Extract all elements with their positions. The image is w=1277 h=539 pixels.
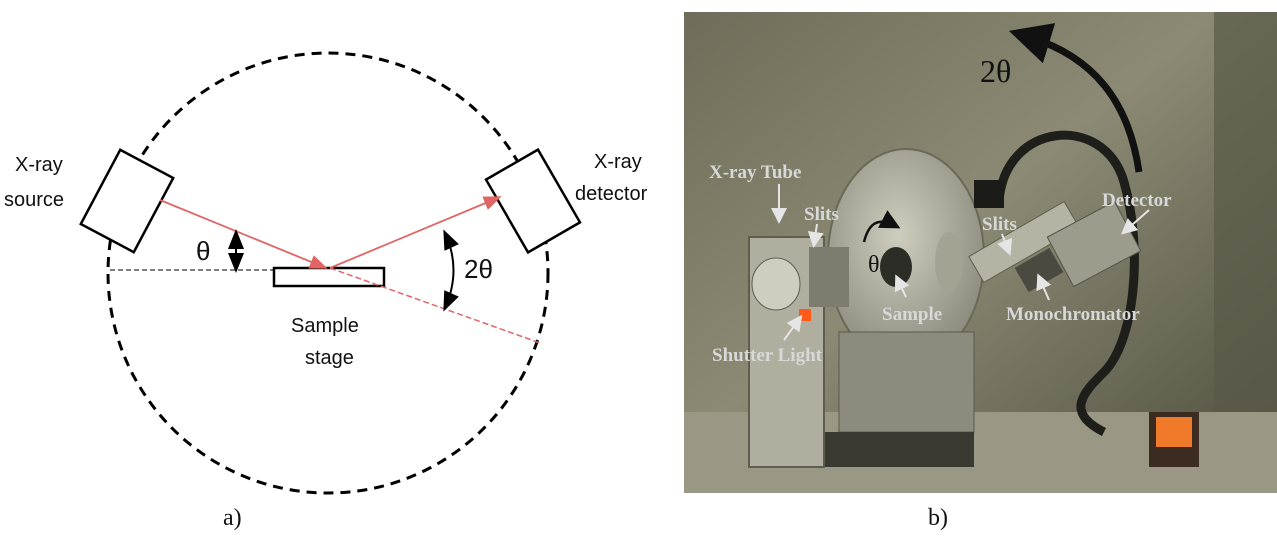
slits-left-label: Slits [804,204,839,225]
photo-two-theta-label: 2θ [980,53,1011,89]
two-theta-arrow [443,229,459,312]
disc-hub [935,232,963,292]
monochromator-label: Monochromator [1006,304,1140,325]
panel-label-b: b) [928,505,948,531]
goniometer-circle [106,51,550,495]
monochromator-pointer [1036,273,1052,301]
detector-connector [974,180,1004,208]
sample-stage-box [272,266,386,288]
slits-right-label: Slits [982,214,1017,235]
sample-label: Sample [882,304,942,325]
theta-rotation-arrow [862,210,901,243]
diffracted-beam [329,196,502,269]
two-theta-rotation-arrow [1008,23,1143,173]
xray-detector-label-1: X-ray [594,151,642,173]
diffractometer-photo: 2θ θ X-ray Tube Slits Slits Detector Sam… [684,12,1277,493]
xray-source-label-2: source [4,189,64,211]
monochromator-block [1014,247,1064,293]
tube-face [751,257,801,311]
goniometer-base [838,331,975,433]
detector-pointer [1120,209,1150,235]
xrd-schematic-diagram: X-ray source X-ray detector θ 2θ Sample … [4,51,648,495]
shutter-light-label: Shutter Light [712,345,823,366]
warning-light [1156,417,1192,447]
xray-detector-label-2: detector [575,183,648,205]
incident-beam [159,199,328,269]
shutter-light-lamp [799,309,811,321]
theta-symbol: θ [196,236,210,266]
transmitted-beam-extension [329,267,541,344]
xray-source-label-1: X-ray [15,154,63,176]
base-plate [814,432,974,467]
panel-label-a: a) [223,505,242,531]
sample-holder [880,247,912,287]
detector-cable [994,130,1139,437]
slits-right-pointer [997,233,1013,256]
two-theta-symbol: 2θ [464,254,493,284]
sample-stage-label-1: Sample [291,315,359,337]
detector-arm [968,200,1080,284]
sample-stage-label-2: stage [305,347,354,369]
photo-theta-label: θ [868,252,880,278]
xray-tube-label: X-ray Tube [709,162,801,183]
sample-pointer [894,274,910,298]
detector-label: Detector [1102,190,1172,211]
xray-source-box [79,148,175,254]
xray-detector-box [484,147,582,255]
slits-block-left [809,247,849,307]
slits-left-pointer [807,223,824,248]
shutter-light-pointer [783,314,803,341]
